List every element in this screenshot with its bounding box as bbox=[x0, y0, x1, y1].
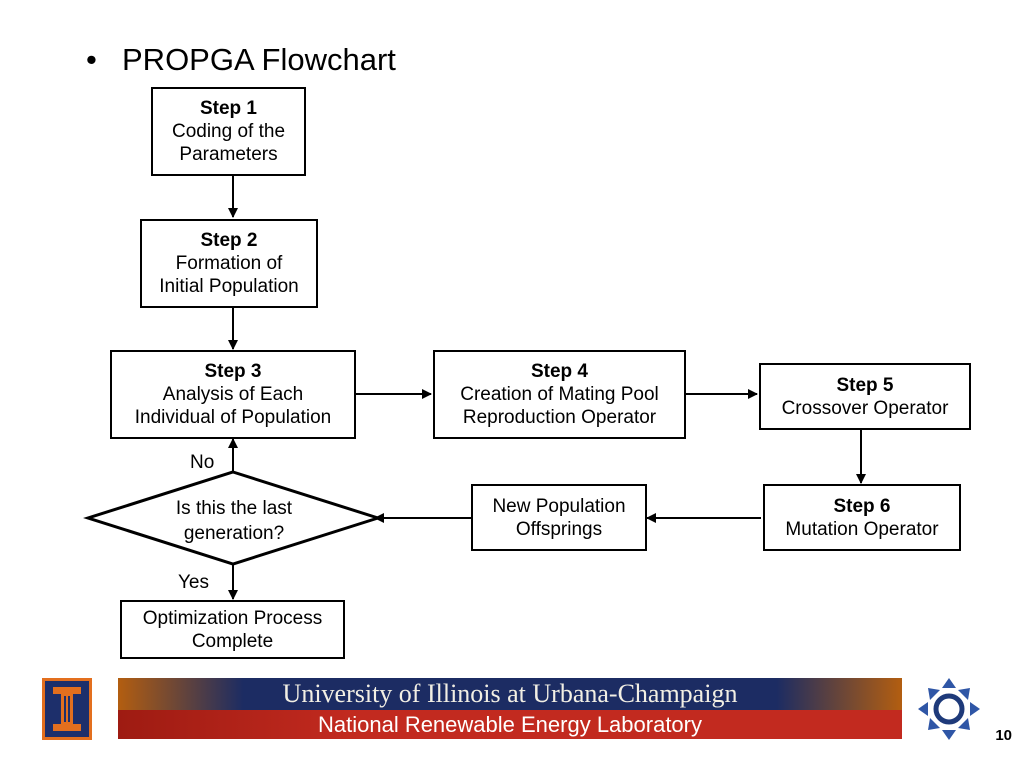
decision-text: Is this the last generation? bbox=[124, 496, 344, 546]
new-population-line2: Offsprings bbox=[515, 518, 603, 540]
step6-box: Step 6 Mutation Operator bbox=[763, 484, 961, 551]
step1-line1: Coding of the bbox=[171, 121, 286, 142]
page-number: 10 bbox=[995, 727, 1012, 744]
step4-line2: Reproduction Operator bbox=[462, 407, 657, 428]
step2-line1: Formation of bbox=[175, 253, 283, 274]
step4-heading: Step 4 bbox=[530, 361, 589, 382]
step2-line2: Initial Population bbox=[159, 276, 299, 297]
step3-heading: Step 3 bbox=[204, 361, 262, 382]
complete-line1: Optimization Process bbox=[142, 607, 323, 629]
lab-banner: National Renewable Energy Laboratory bbox=[118, 710, 902, 739]
decision-diamond bbox=[83, 470, 383, 566]
decision-line1: Is this the last bbox=[175, 498, 293, 519]
step3-box: Step 3 Analysis of Each Individual of Po… bbox=[110, 350, 356, 439]
decision-line2: generation? bbox=[183, 523, 285, 544]
complete-line2: Complete bbox=[191, 630, 274, 652]
yes-label: Yes bbox=[178, 572, 209, 593]
step4-box: Step 4 Creation of Mating Pool Reproduct… bbox=[433, 350, 686, 439]
step3-line1: Analysis of Each bbox=[162, 384, 304, 405]
step2-box: Step 2 Formation of Initial Population bbox=[140, 219, 318, 308]
illinois-logo-icon bbox=[42, 678, 92, 740]
nrel-logo-icon bbox=[918, 678, 980, 740]
step1-box: Step 1 Coding of the Parameters bbox=[151, 87, 306, 176]
step1-heading: Step 1 bbox=[199, 98, 258, 119]
step1-line2: Parameters bbox=[179, 144, 278, 165]
no-label: No bbox=[190, 452, 215, 473]
step2-heading: Step 2 bbox=[200, 230, 258, 251]
step6-line1: Mutation Operator bbox=[785, 518, 939, 540]
complete-box: Optimization Process Complete bbox=[120, 600, 345, 659]
step5-heading: Step 5 bbox=[836, 374, 894, 396]
new-population-line1: New Population bbox=[492, 495, 626, 517]
slide-title: • PROPGA Flowchart bbox=[86, 40, 396, 80]
new-population-box: New Population Offsprings bbox=[471, 484, 647, 551]
step6-heading: Step 6 bbox=[833, 495, 891, 517]
step3-line2: Individual of Population bbox=[134, 407, 332, 428]
step5-line1: Crossover Operator bbox=[781, 397, 949, 419]
title-bullet: • bbox=[86, 42, 97, 77]
university-banner: University of Illinois at Urbana-Champai… bbox=[118, 678, 902, 710]
title-text: PROPGA Flowchart bbox=[122, 42, 396, 77]
step5-box: Step 5 Crossover Operator bbox=[759, 363, 971, 430]
step4-line1: Creation of Mating Pool bbox=[460, 384, 659, 405]
